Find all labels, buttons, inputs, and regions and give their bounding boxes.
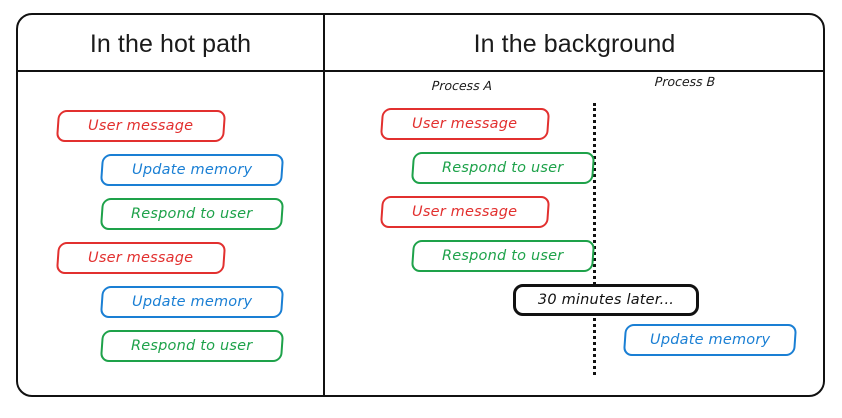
lane-label-process-b: Process B: [654, 74, 716, 89]
step-chip[interactable]: Respond to user: [410, 240, 596, 272]
step-chip-label: Update memory: [131, 294, 253, 310]
column-title-background: In the background: [473, 30, 676, 58]
step-chip[interactable]: Respond to user: [99, 330, 285, 362]
step-chip-label: User message: [412, 204, 518, 220]
step-chip-label: Respond to user: [442, 160, 564, 176]
step-chip-label: Respond to user: [131, 338, 253, 354]
step-chip[interactable]: Respond to user: [99, 198, 285, 230]
step-chip[interactable]: User message: [379, 108, 551, 140]
step-chip[interactable]: Respond to user: [410, 152, 596, 184]
step-chip[interactable]: Update memory: [622, 324, 798, 356]
step-chip-label: User message: [412, 116, 518, 132]
step-chip-label: Respond to user: [442, 248, 564, 264]
step-chip-label: 30 minutes later...: [537, 292, 675, 308]
step-chip-label: Update memory: [131, 162, 253, 178]
step-chip[interactable]: Update memory: [99, 154, 285, 186]
step-chip-label: Respond to user: [131, 206, 253, 222]
step-chip-label: Update memory: [649, 332, 771, 348]
column-divider-line: [323, 13, 325, 397]
header-divider-line: [16, 70, 825, 72]
step-chip[interactable]: User message: [55, 242, 227, 274]
step-chip[interactable]: Update memory: [99, 286, 285, 318]
column-title-hot-path: In the hot path: [89, 30, 252, 58]
step-chip-label: User message: [88, 118, 194, 134]
process-lane-dotted-divider: [593, 103, 596, 375]
step-chip-label: User message: [88, 250, 194, 266]
lane-label-process-a: Process A: [431, 78, 493, 93]
step-chip[interactable]: User message: [55, 110, 227, 142]
step-chip[interactable]: User message: [379, 196, 551, 228]
step-chip[interactable]: 30 minutes later...: [513, 284, 699, 316]
